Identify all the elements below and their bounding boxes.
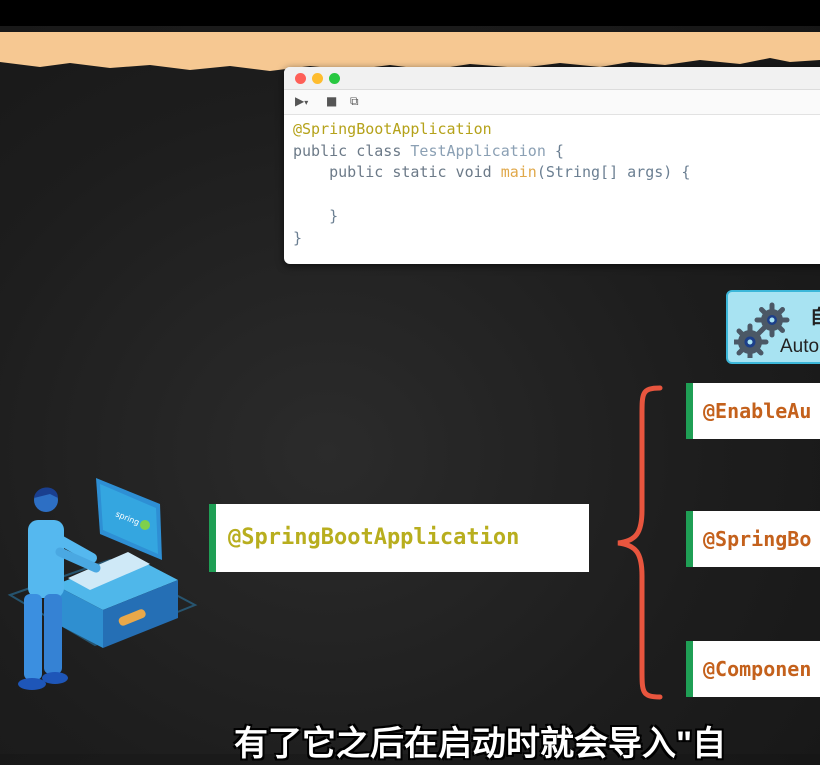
badge-chinese-label: 自: [810, 302, 820, 329]
auto-configuration-badge: 自 Auto: [726, 290, 820, 364]
badge-english-label: Auto: [780, 336, 820, 357]
developer-at-laptop-illustration: spring: [7, 478, 198, 690]
maximize-window-button[interactable]: [329, 73, 340, 84]
video-subtitle: 有了它之后在启动时就会导入"自: [234, 725, 727, 763]
code-args: (String[] args) {: [536, 163, 691, 182]
minimize-window-button[interactable]: [312, 73, 323, 84]
stop-icon[interactable]: ■: [326, 94, 338, 108]
code-class-name: TestApplication: [410, 141, 546, 160]
structure-icon[interactable]: ⧉: [350, 94, 359, 108]
main-annotation-box: @SpringBootApplication: [209, 504, 589, 572]
component-scan-box: @Componen: [686, 641, 820, 697]
gears-icon: [734, 302, 790, 358]
run-icon[interactable]: ▶▾: [295, 94, 309, 108]
spring-boot-configuration-box: @SpringBo: [686, 511, 820, 567]
window-titlebar: [284, 67, 820, 90]
code-closing-brace: }: [293, 228, 303, 247]
torn-paper-edge: [0, 32, 820, 71]
curly-brace: [617, 385, 663, 700]
enable-auto-configuration-box: @EnableAu: [686, 383, 820, 439]
code-closing-brace: }: [293, 206, 339, 225]
close-window-button[interactable]: [295, 73, 306, 84]
editor-toolbar: ▶▾ ■ ⧉: [284, 90, 820, 115]
top-bar: [0, 0, 820, 26]
code-brace: {: [545, 141, 564, 160]
code-annotation: @SpringBootApplication: [293, 120, 492, 138]
code-editor-window: ▶▾ ■ ⧉ @SpringBootApplication public cla…: [284, 67, 820, 264]
code-method-name: main: [500, 163, 537, 182]
code-keyword: public class: [293, 141, 411, 160]
code-keyword: public static void: [293, 163, 501, 182]
code-block: @SpringBootApplication public class Test…: [284, 115, 820, 249]
